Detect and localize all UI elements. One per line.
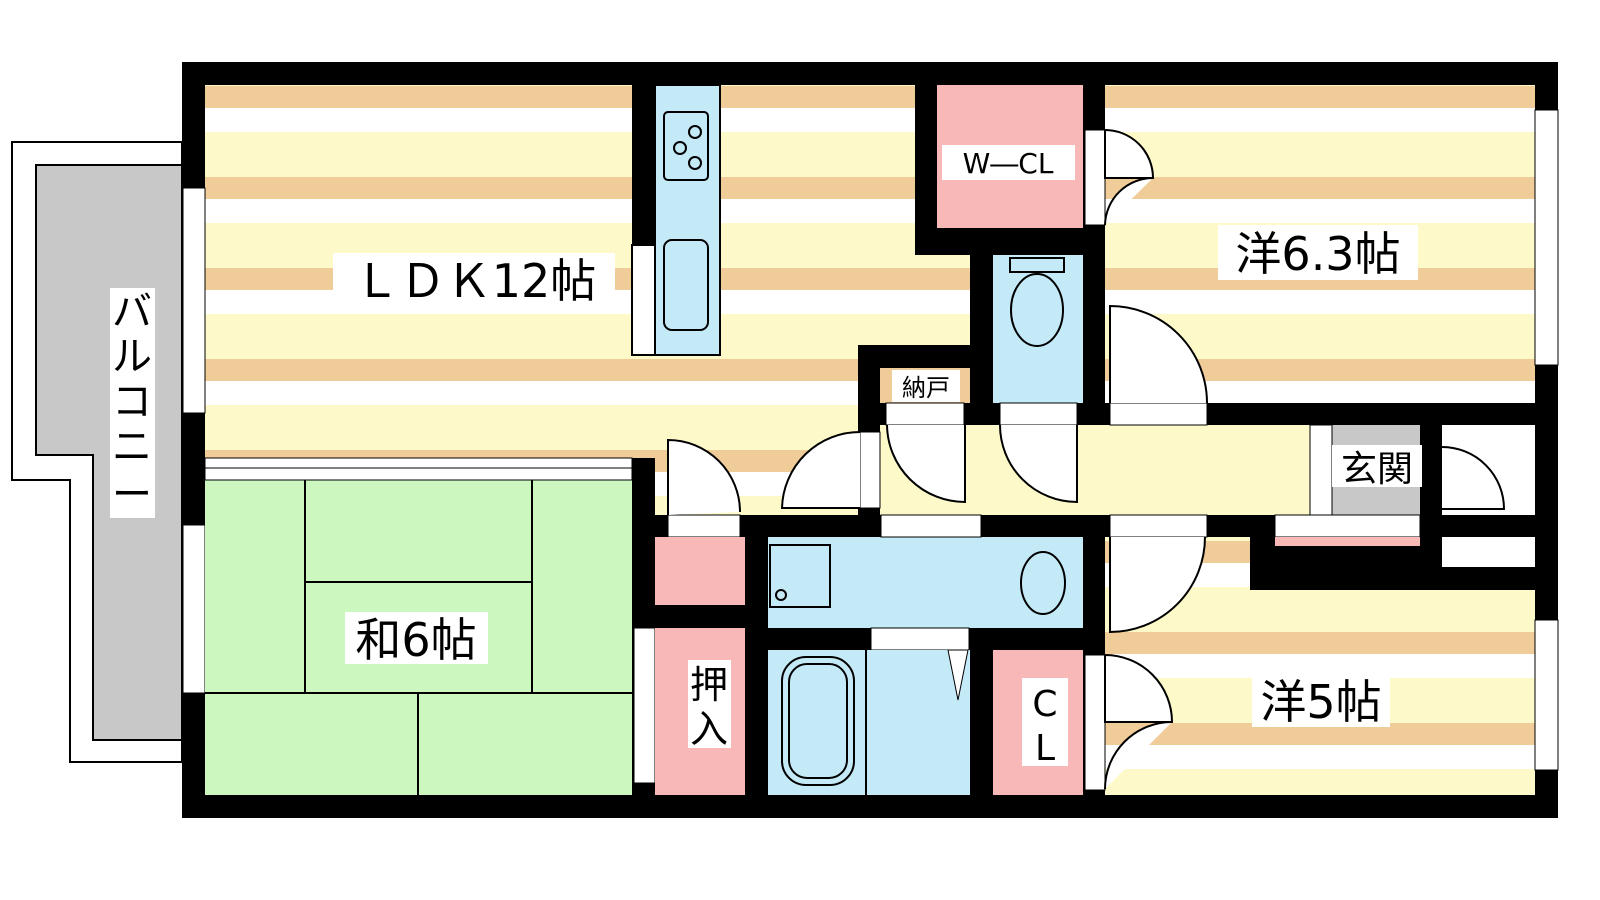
storage-label: 納戸	[902, 374, 950, 402]
western-5-door[interactable]	[1109, 536, 1206, 634]
ldk-label: ＬＤＫ12帖	[354, 254, 597, 308]
western-63-closet-door[interactable]	[1104, 128, 1155, 226]
entrance-door[interactable]	[1441, 446, 1506, 510]
svg-text:ル: ル	[112, 334, 152, 380]
toilet-room	[993, 255, 1083, 403]
closet-label: C	[1032, 684, 1057, 725]
balcony: バ ル コ ニ ー	[11, 141, 183, 763]
window	[1534, 619, 1559, 771]
closet-label: L	[1035, 728, 1055, 769]
toilet-icon	[1010, 273, 1064, 347]
svg-text:バ: バ	[112, 289, 152, 335]
japanese-room-label: 和6帖	[355, 613, 476, 667]
svg-text:コ: コ	[112, 379, 152, 425]
small-closet	[655, 537, 745, 605]
western-5-closet-door[interactable]	[1104, 653, 1174, 790]
shoe-cabinet	[1274, 514, 1421, 538]
drain-icon	[775, 589, 787, 601]
western-5-label: 洋5帖	[1260, 675, 1381, 729]
toilet-door[interactable]	[999, 424, 1078, 504]
window	[1534, 109, 1559, 366]
window	[182, 524, 206, 694]
bathroom	[768, 650, 970, 795]
washbasin-icon	[1020, 551, 1066, 615]
storage-door[interactable]	[886, 424, 966, 504]
sliding-door[interactable]	[204, 457, 633, 481]
oshiire-label: 押	[690, 663, 728, 707]
washroom	[768, 537, 1083, 628]
oshiire-label: 入	[690, 707, 728, 751]
balcony-label: バ ル コ ニ ー	[112, 289, 152, 518]
sink-icon	[663, 239, 709, 331]
stove-icon	[663, 111, 709, 181]
walk-in-closet-label: W―CL	[963, 147, 1054, 180]
entrance-label: 玄関	[1341, 449, 1413, 490]
kitchen-counter	[654, 84, 721, 356]
western-63-door[interactable]	[1109, 304, 1208, 404]
western-63-label: 洋6.3帖	[1235, 227, 1400, 281]
ldk-door[interactable]	[780, 431, 861, 509]
svg-text:ー: ー	[112, 472, 152, 518]
window	[182, 187, 206, 414]
bathtub-icon	[781, 656, 855, 786]
svg-text:ニ: ニ	[112, 424, 152, 470]
closet-door[interactable]	[667, 438, 741, 515]
